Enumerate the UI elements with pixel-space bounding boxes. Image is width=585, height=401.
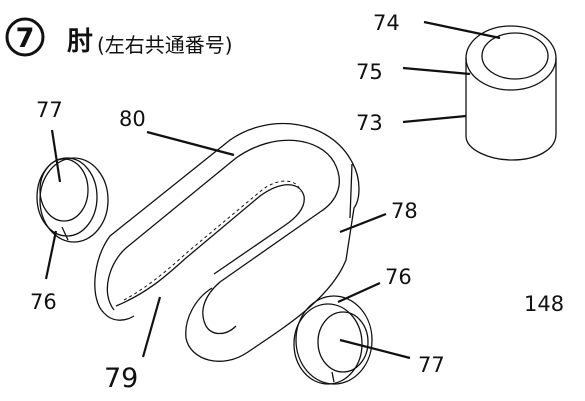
- section-subtitle: (左右共通番号): [97, 33, 233, 57]
- label-75: 75: [356, 60, 383, 84]
- section-title: 肘: [67, 27, 93, 57]
- right-cap-part: [293, 295, 373, 385]
- leader-lines: [44, 20, 501, 360]
- label-77-bottom: 77: [418, 353, 445, 377]
- section-header: 7 肘 (左右共通番号): [5, 17, 233, 57]
- part-labels: 74 75 73 80 77 78 76 76 77 79 148: [30, 11, 564, 394]
- page-number: 148: [524, 292, 564, 316]
- section-number: 7: [16, 23, 35, 54]
- label-73: 73: [356, 111, 383, 135]
- bracket-part: [94, 122, 360, 362]
- section-number-circle: [5, 17, 45, 57]
- label-76-right: 76: [385, 265, 412, 289]
- cylinder-part: [465, 25, 557, 161]
- label-78: 78: [391, 199, 418, 223]
- label-80: 80: [119, 107, 146, 131]
- label-77-top: 77: [36, 98, 63, 122]
- left-cap-part: [36, 157, 109, 243]
- label-76-left: 76: [30, 290, 57, 314]
- label-79: 79: [104, 363, 138, 394]
- label-74: 74: [373, 11, 400, 35]
